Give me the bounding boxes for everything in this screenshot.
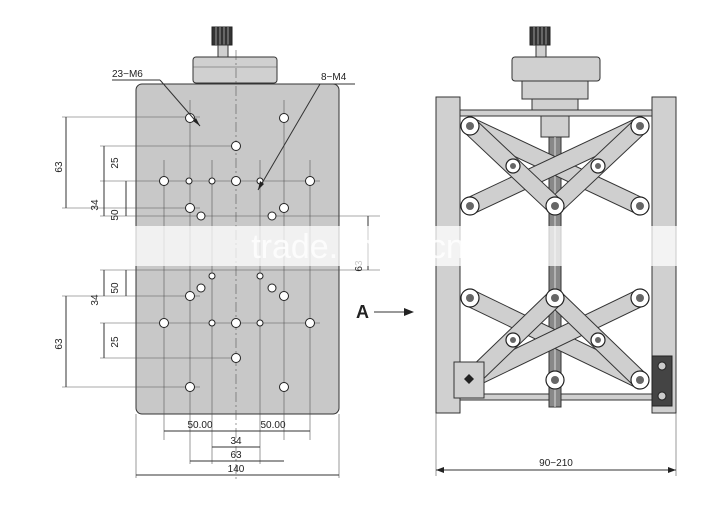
dim-bottom-50-left: 50.00 xyxy=(187,420,212,431)
front-knob xyxy=(192,26,278,84)
hole xyxy=(185,291,195,301)
dim-height-range: 90−210 xyxy=(539,458,573,469)
pivot-bolt xyxy=(630,196,650,216)
bottom-dimensions: 50.00 50.00 34 63 140 xyxy=(136,420,339,476)
dim-bottom-140: 140 xyxy=(228,464,245,475)
dim-left-lower-34: 34 xyxy=(90,294,101,306)
hole xyxy=(208,272,216,280)
lower-clamps xyxy=(453,355,673,407)
watermark: trade.china.cn xyxy=(0,226,726,266)
hole xyxy=(185,203,195,213)
pivot-bolt xyxy=(590,332,606,348)
callout-m6-label: 23−M6 xyxy=(112,69,143,80)
hole xyxy=(159,318,169,328)
pivot-bolt xyxy=(590,158,606,174)
left-dimensions: 63 25 34 50 50 34 25 63 xyxy=(54,117,127,387)
watermark-text: trade.china.cn xyxy=(251,228,465,266)
view-arrow-label: A xyxy=(356,302,369,322)
pivot-bolt xyxy=(505,158,521,174)
hole xyxy=(185,177,193,185)
dim-left-lower-63: 63 xyxy=(54,338,65,350)
hole xyxy=(208,177,216,185)
hole xyxy=(279,291,289,301)
hole xyxy=(305,318,315,328)
callouts: 23−M6 8−M4 xyxy=(112,69,355,191)
hole xyxy=(256,319,264,327)
hole xyxy=(279,113,289,123)
dim-bottom-50-right: 50.00 xyxy=(260,420,285,431)
pivot-bolt xyxy=(630,116,650,136)
callout-m4-label: 8−M4 xyxy=(321,72,347,83)
hole xyxy=(256,272,264,280)
hole xyxy=(279,382,289,392)
hole xyxy=(196,211,206,221)
mounting-holes xyxy=(159,113,315,392)
pivot-bolt xyxy=(460,196,480,216)
pivot-bolt xyxy=(460,116,480,136)
dim-bottom-63: 63 xyxy=(230,450,242,461)
hole xyxy=(231,353,241,363)
side-bottom-dimension: 90−210 xyxy=(435,413,677,476)
dim-left-upper-63: 63 xyxy=(54,161,65,173)
view-arrow-a: A xyxy=(356,302,414,322)
hole xyxy=(231,176,241,186)
dim-left-lower-50: 50 xyxy=(110,282,121,294)
pivot-bolt xyxy=(545,196,565,216)
dim-left-upper-50: 50 xyxy=(110,209,121,221)
pivot-bolt xyxy=(460,288,480,308)
pivot-bolt xyxy=(505,332,521,348)
dim-bottom-34: 34 xyxy=(230,436,242,447)
hole xyxy=(208,319,216,327)
hole xyxy=(231,141,241,151)
pivot-bolt xyxy=(545,288,565,308)
pivot-bolt xyxy=(545,370,565,390)
dim-left-lower-25: 25 xyxy=(110,336,121,348)
hole xyxy=(159,176,169,186)
pivot-bolt xyxy=(630,288,650,308)
hole xyxy=(267,211,277,221)
dim-left-upper-34: 34 xyxy=(90,199,101,211)
hole xyxy=(279,203,289,213)
top-plate xyxy=(459,109,653,117)
hole xyxy=(305,176,315,186)
hole xyxy=(267,283,277,293)
dim-left-upper-25: 25 xyxy=(110,157,121,169)
hole xyxy=(231,318,241,328)
hole xyxy=(196,283,206,293)
hole xyxy=(185,113,195,123)
pivot-bolt xyxy=(630,370,650,390)
hole xyxy=(185,382,195,392)
side-knob xyxy=(511,26,601,138)
